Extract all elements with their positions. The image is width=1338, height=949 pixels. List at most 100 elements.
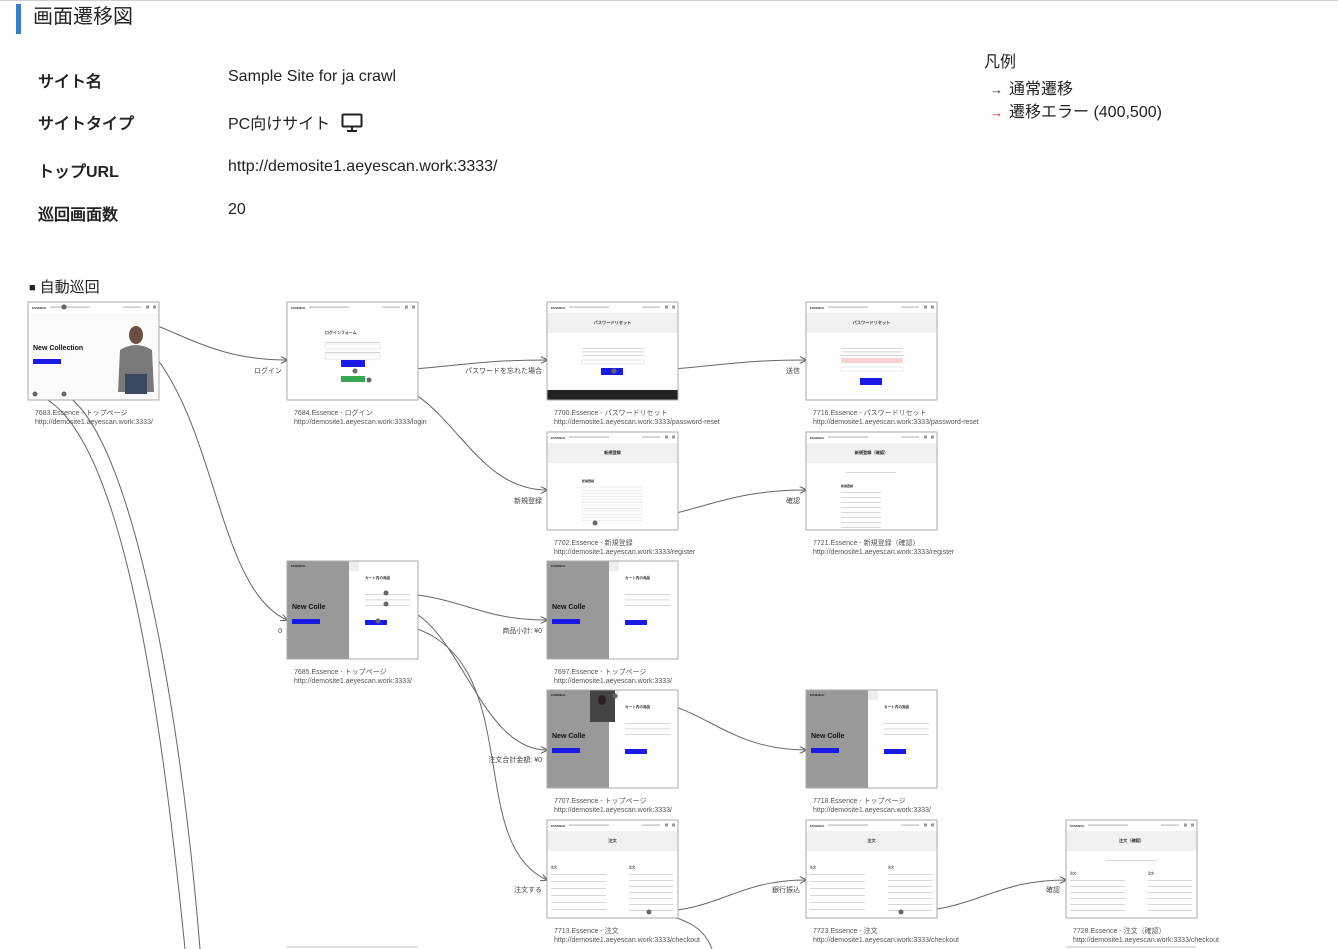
- node-title: 7684.Essence - ログイン: [294, 408, 373, 417]
- svg-text:注文: 注文: [867, 837, 876, 844]
- svg-text:ESSENCE: ESSENCE: [810, 436, 824, 440]
- screen-node[interactable]: ESSENCE パスワードリセット: [546, 301, 679, 401]
- edge-label: 注文する: [514, 885, 542, 894]
- edge-start-dot: [898, 909, 904, 915]
- svg-text:カート内の商品: カート内の商品: [625, 704, 651, 709]
- svg-text:パスワードリセット: パスワードリセット: [853, 319, 891, 326]
- edge-label: 確認: [1046, 885, 1060, 894]
- offscreen-edge: [63, 393, 201, 949]
- transition-edge: [377, 620, 547, 880]
- node-url: http://demosite1.aeyescan.work:3333/pass…: [813, 419, 979, 426]
- svg-text:ESSENCE: ESSENCE: [291, 306, 305, 310]
- svg-text:注文: 注文: [629, 864, 636, 869]
- node-title: 7700.Essence - パスワードリセット: [554, 409, 668, 417]
- edge-label: 0: [278, 628, 282, 635]
- svg-text:注文: 注文: [888, 864, 895, 869]
- page-title: 画面遷移図: [16, 4, 133, 34]
- svg-text:注文: 注文: [810, 864, 817, 869]
- node-title: 7697.Essence - トップページ: [554, 668, 646, 676]
- node-title: 7716.Essence - パスワードリセット: [813, 409, 927, 417]
- node-url: http://demosite1.aeyescan.work:3333/: [813, 807, 931, 814]
- svg-text:カート内の商品: カート内の商品: [884, 704, 910, 709]
- node-url: http://demosite1.aeyescan.work:3333/chec…: [1073, 937, 1219, 944]
- svg-text:New Collection: New Collection: [33, 345, 83, 352]
- node-title: 7721.Essence - 新規登録（確認）: [813, 538, 920, 547]
- svg-text:注文: 注文: [551, 864, 558, 869]
- edge-start-dot: [352, 368, 358, 374]
- edge-label: ログイン: [254, 366, 282, 375]
- svg-text:ESSENCE: ESSENCE: [551, 693, 565, 697]
- screen-node[interactable]: ESSENCE ログインフォーム: [286, 301, 419, 401]
- screen-node[interactable]: ESSENCE New Collection: [27, 301, 160, 401]
- node-title: 7685.Essence - トップページ: [294, 668, 386, 676]
- svg-text:ESSENCE: ESSENCE: [551, 436, 565, 440]
- edge-start-dot: [383, 601, 389, 607]
- screen-node[interactable]: ESSENCE注文（確認）注文注文: [1065, 819, 1198, 919]
- svg-text:ESSENCE: ESSENCE: [1070, 824, 1084, 828]
- svg-text:パスワードリセット: パスワードリセット: [594, 319, 632, 326]
- svg-text:注文: 注文: [608, 837, 617, 844]
- edge-label: パスワードを忘れた場合: [465, 366, 542, 375]
- legend-item-error: → 遷移エラー (400,500): [990, 101, 1162, 124]
- svg-text:新規登録: 新規登録: [604, 449, 622, 456]
- edge-label: 確認: [786, 496, 800, 505]
- svg-text:New Colle: New Colle: [552, 604, 586, 611]
- edge-label: 商品小計: ¥0: [502, 626, 542, 635]
- svg-text:New Colle: New Colle: [292, 604, 326, 611]
- info-key: 巡回画面数: [38, 207, 119, 224]
- svg-text:新規登録: 新規登録: [582, 478, 595, 483]
- info-key: サイト名: [38, 74, 103, 91]
- legend-title: 凡例: [984, 54, 1017, 71]
- edge-start-dot: [375, 618, 381, 624]
- svg-text:注文: 注文: [1070, 870, 1077, 875]
- edge-start-dot: [383, 590, 389, 596]
- node-url: http://demosite1.aeyescan.work:3333/chec…: [554, 937, 700, 944]
- edge-start-dot: [646, 909, 652, 915]
- node-title: 7713.Essence - 注文: [554, 926, 619, 935]
- screen-node[interactable]: ESSENCE パスワードリセット: [805, 301, 938, 401]
- edge-start-dot: [592, 520, 598, 526]
- offscreen-edge: [34, 393, 186, 949]
- site-type-value: PC向けサイト: [228, 116, 331, 133]
- screen-node[interactable]: ESSENCE注文注文注文: [546, 819, 679, 919]
- node-url: http://demosite1.aeyescan.work:3333/regi…: [554, 549, 696, 556]
- node-url: http://demosite1.aeyescan.work:3333/: [294, 678, 412, 685]
- node-url: http://demosite1.aeyescan.work:3333/: [35, 419, 153, 426]
- node-title: 7707.Essence - トップページ: [554, 797, 646, 805]
- info-value: PC向けサイト: [228, 110, 363, 138]
- edge-label: 銀行振込: [772, 885, 800, 894]
- node-title: 7728.Essence - 注文（確認）: [1073, 926, 1166, 935]
- info-key: サイトタイプ: [38, 116, 135, 133]
- svg-text:ESSENCE: ESSENCE: [551, 824, 565, 828]
- info-value: http://demosite1.aeyescan.work:3333/: [228, 158, 498, 175]
- svg-text:ESSENCE: ESSENCE: [32, 306, 46, 310]
- svg-text:ESSENCE: ESSENCE: [551, 564, 565, 568]
- svg-text:ESSENCE: ESSENCE: [810, 306, 824, 310]
- svg-text:New Colle: New Colle: [811, 733, 845, 740]
- svg-text:New Colle: New Colle: [552, 733, 586, 740]
- top-divider: [0, 0, 1338, 1]
- edge-start-dot: [61, 391, 67, 397]
- node-url: http://demosite1.aeyescan.work:3333/logi…: [294, 419, 427, 426]
- svg-text:ログインフォーム: ログインフォーム: [325, 329, 357, 335]
- legend-label: 通常遷移: [1009, 81, 1074, 98]
- edge-start-dot: [366, 377, 372, 383]
- screen-node[interactable]: ESSENCE注文注文注文: [805, 819, 938, 919]
- info-value: 20: [228, 201, 246, 218]
- svg-text:カート内の商品: カート内の商品: [625, 575, 651, 580]
- svg-text:ESSENCE: ESSENCE: [810, 824, 824, 828]
- arrow-icon: →: [990, 105, 1003, 120]
- node-title: 7718.Essence - トップページ: [813, 797, 905, 805]
- edge-label: 注文合計金額: ¥0: [488, 755, 542, 764]
- legend-label: 遷移エラー (400,500): [1009, 104, 1162, 121]
- node-url: http://demosite1.aeyescan.work:3333/regi…: [813, 549, 955, 556]
- svg-text:ESSENCE: ESSENCE: [551, 306, 565, 310]
- node-url: http://demosite1.aeyescan.work:3333/: [554, 807, 672, 814]
- edge-start-dot: [61, 304, 67, 310]
